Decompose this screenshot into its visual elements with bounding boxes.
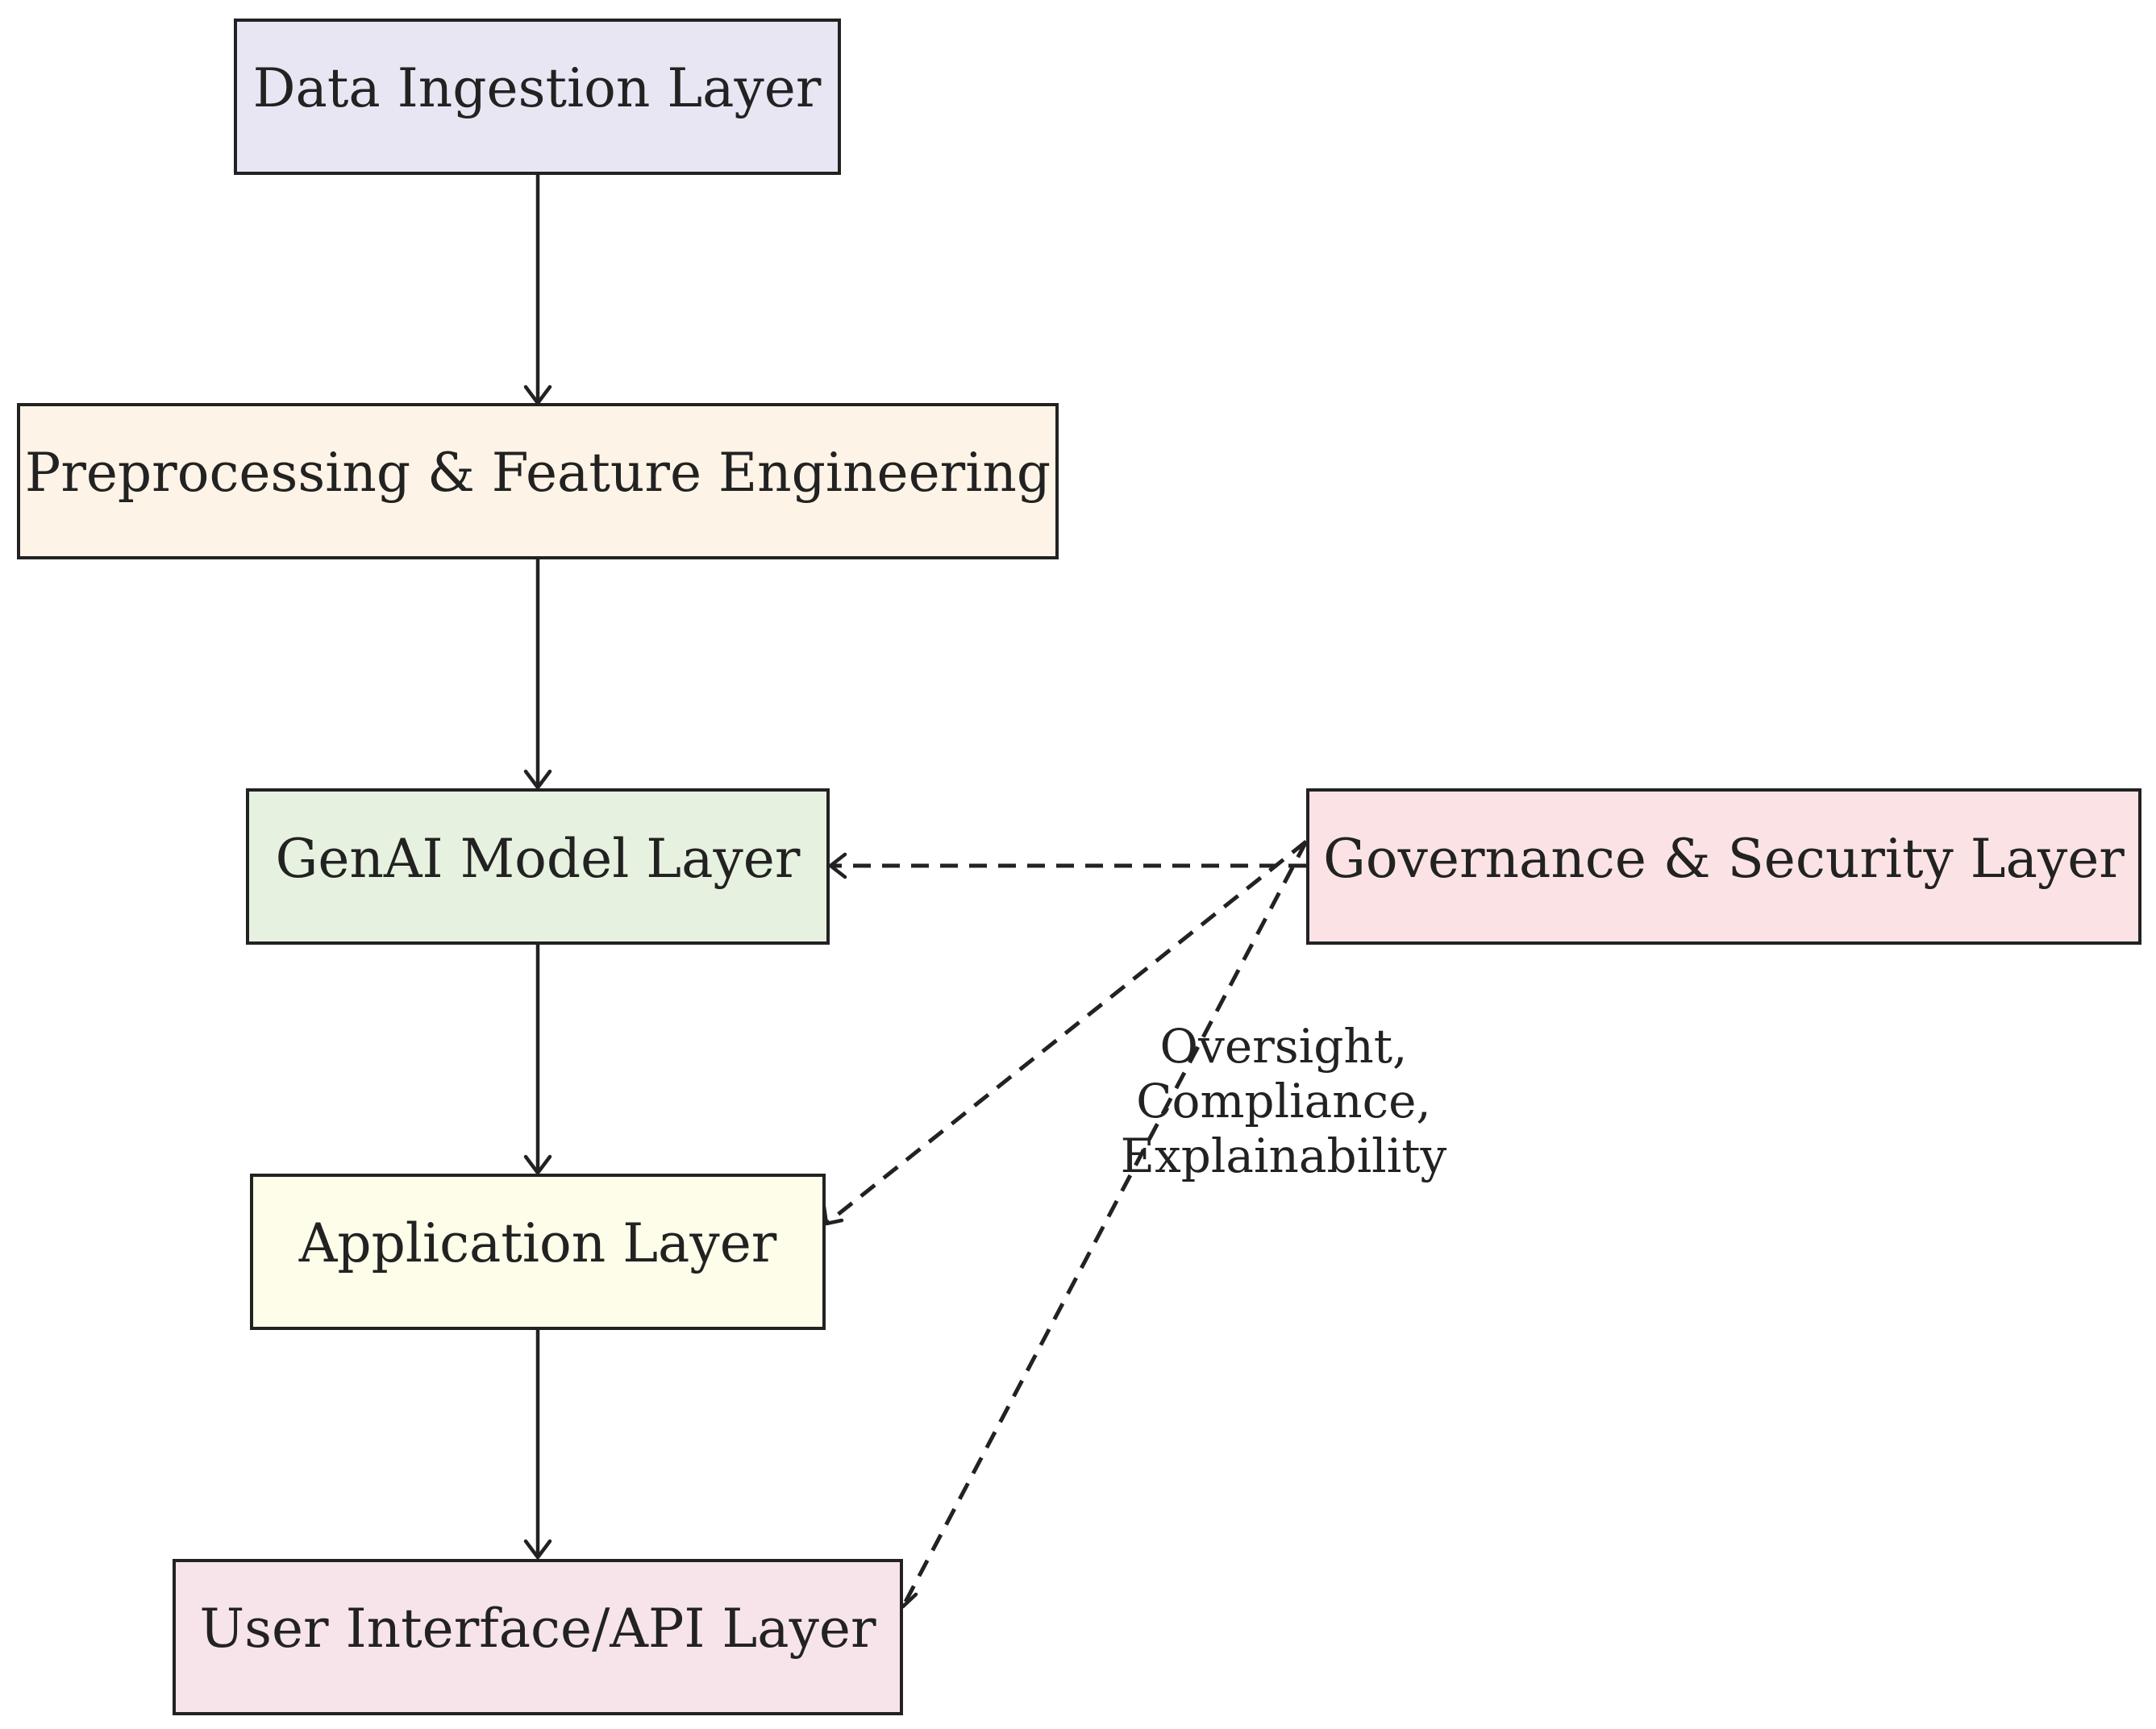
node-governance: Governance & Security Layer (1306, 788, 2141, 945)
node-box-preprocessing (17, 403, 1059, 559)
node-label-genai-model: GenAI Model Layer (276, 828, 801, 890)
node-box-genai-model (246, 788, 830, 945)
node-label-data-ingestion: Data Ingestion Layer (253, 57, 822, 119)
arrow-head-application (523, 1154, 552, 1175)
node-application: Application Layer (250, 1174, 826, 1330)
node-ui-api: User Interface/API Layer (173, 1559, 903, 1715)
node-box-data-ingestion (234, 19, 841, 175)
node-label-governance: Governance & Security Layer (1323, 828, 2125, 890)
arrow-head-governance-genai (828, 852, 847, 879)
arrow-head-genai (523, 769, 552, 790)
edge-governance-to-ui-api (901, 840, 1309, 1608)
edge-governance-to-application (825, 840, 1308, 1225)
node-label-application: Application Layer (298, 1212, 777, 1274)
edge-label-line-1: Oversight, (1160, 1019, 1408, 1074)
node-label-preprocessing: Preprocessing & Feature Engineering (25, 442, 1051, 504)
node-box-governance (1306, 788, 2141, 945)
arrow-head-ui-api (523, 1539, 552, 1560)
node-genai-model: GenAI Model Layer (246, 788, 830, 945)
governance-edge-label: Oversight, Compliance, Explainability (1121, 1019, 1447, 1183)
edge-label-line-2: Compliance, (1136, 1074, 1431, 1128)
node-preprocessing: Preprocessing & Feature Engineering (17, 403, 1059, 559)
node-box-application (250, 1174, 826, 1330)
edge-label-line-3: Explainability (1121, 1128, 1447, 1183)
solid-edges (523, 173, 552, 1560)
node-data-ingestion: Data Ingestion Layer (234, 19, 841, 175)
node-box-ui-api (173, 1559, 903, 1715)
node-label-ui-api: User Interface/API Layer (199, 1598, 876, 1660)
dashed-edges (822, 840, 1309, 1609)
